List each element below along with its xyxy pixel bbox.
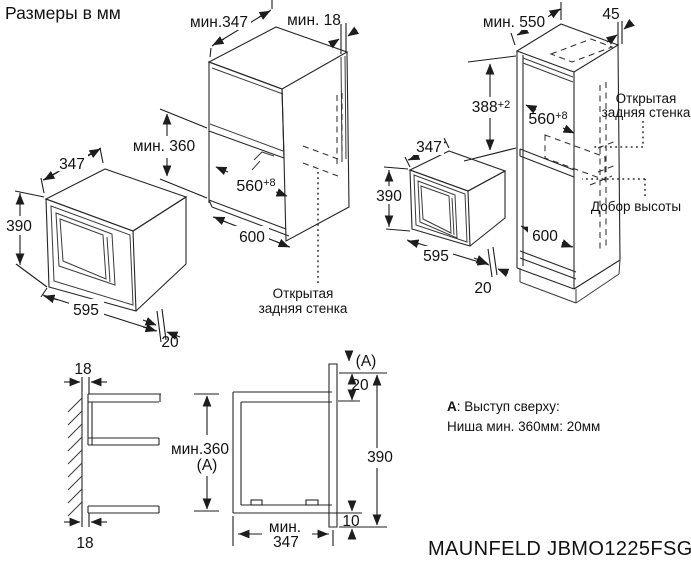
wall-cabinet-open-back-line1: Открытая — [273, 286, 334, 301]
section-min-depth-line1: мин. — [269, 519, 301, 536]
niche-min-height-label: мин.360 — [171, 441, 229, 458]
tall-cabinet-open-back-line1: Открытая — [616, 91, 677, 106]
section-bottom-gap-label: 10 — [342, 513, 360, 530]
page-title: Размеры в мм — [5, 3, 121, 23]
wall-gap-bottom-label: 18 — [76, 535, 93, 552]
oven-front-drawing: 347 390 595 20 — [4, 147, 188, 351]
oven-side-overhang-label: 20 — [474, 280, 492, 297]
tall-cabinet-back-rail-label: 45 — [602, 6, 619, 23]
oven-side-depth-label: 347 — [416, 139, 442, 156]
wall-gap-drawing: 18 18 — [64, 361, 161, 552]
tall-cabinet-height-filler-label: Добор высоты — [591, 199, 681, 214]
tall-cabinet-min-depth-label: мин. 550 — [483, 14, 546, 31]
niche-height-value: 388 — [472, 99, 498, 116]
oven-front-width-label: 595 — [73, 302, 99, 319]
niche-height-ref-label: (A) — [197, 457, 218, 474]
tall-cabinet-open-back-line2: задняя стенка — [602, 105, 691, 120]
wall-cabinet-min-depth-label: мин.347 — [190, 14, 248, 31]
wall-gap-top-label: 18 — [74, 361, 91, 378]
tall-cutout-width-value: 560 — [528, 111, 555, 128]
wall-cabinet-width-label: 600 — [239, 229, 265, 246]
section-top-overlap-label: 20 — [351, 377, 369, 394]
wall-cabinet-cutout-width-label: 560+8 — [236, 177, 275, 195]
tall-cabinet-cutout-width-label: 560+8 — [528, 110, 567, 128]
oven-front-depth-label: 347 — [59, 156, 85, 173]
note-line1: A: Выступ сверху: — [447, 399, 560, 414]
note-key: A — [447, 399, 457, 414]
oven-side-drawing: 347 390 595 20 — [374, 137, 510, 297]
note-a: A: Выступ сверху: Ниша мин. 360мм: 20мм — [447, 399, 600, 434]
cutout-width-value: 560 — [236, 178, 263, 195]
section-front-height-label: 390 — [367, 449, 393, 466]
tall-cabinet-niche-height-label: 388+2 — [472, 99, 510, 116]
wall-cabinet-open-back-line2: задняя стенка — [259, 301, 348, 316]
model-label: MAUNFELD JBMO1225FSG — [428, 538, 691, 560]
wall-cabinet-niche-height-label: мин. 360 — [133, 138, 196, 155]
tall-cutout-width-tolerance: +8 — [555, 110, 568, 122]
oven-front-height-label: 390 — [6, 218, 32, 235]
oven-side-width-label: 595 — [423, 248, 449, 265]
wall-cabinet-drawing: мин.347 мин. 18 мин. 360 560+8 600 Откры… — [133, 0, 360, 316]
niche-section-drawing: (A) 20 390 10 мин. 347 — [232, 350, 393, 551]
niche-height-tolerance: +2 — [498, 99, 511, 111]
tall-cabinet-width-label: 600 — [532, 228, 558, 245]
section-min-depth-line2: 347 — [273, 534, 299, 551]
niche-height-dimension: мин.360 (A) — [171, 393, 229, 512]
wall-cabinet-min-gap-label: мин. 18 — [287, 12, 341, 29]
note-line2: Ниша мин. 360мм: 20мм — [447, 419, 600, 434]
oven-side-height-label: 390 — [376, 188, 402, 205]
tall-cabinet-drawing: мин. 550 45 388+2 560+8 600 Открытая зад… — [463, 2, 691, 304]
section-ref-label: (A) — [356, 353, 377, 370]
oven-front-overhang-label: 20 — [161, 334, 179, 351]
note-rest: : Выступ сверху: — [457, 399, 560, 414]
cutout-width-tolerance: +8 — [263, 177, 276, 189]
